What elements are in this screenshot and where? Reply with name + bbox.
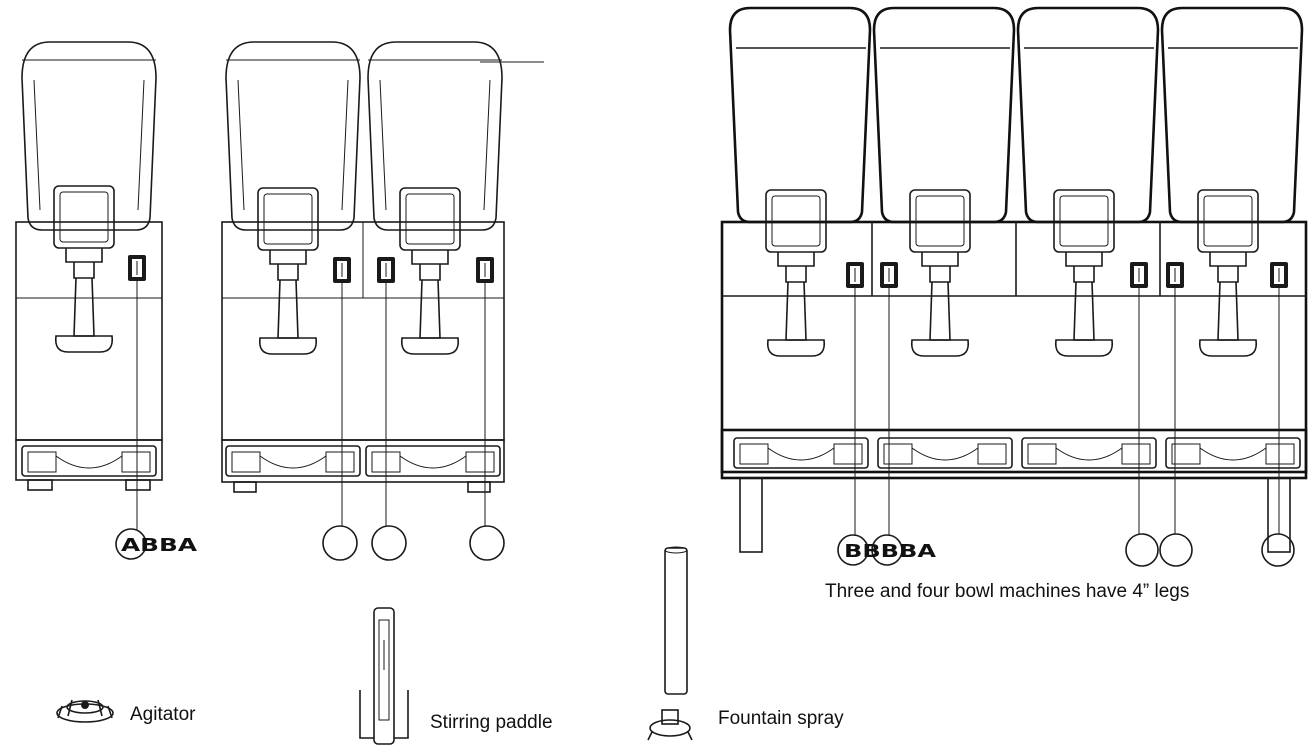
stirring-paddle-label: Stirring paddle [430, 712, 553, 733]
fountain-spray-icon [647, 546, 693, 741]
single-bowl-dispenser [15, 41, 163, 530]
four-bowl-codes: BBBBA [837, 534, 936, 566]
agitator-label: Agitator [130, 704, 196, 725]
single-bowl-codes: ABBA [115, 528, 197, 560]
stirring-paddle-icon [359, 607, 409, 745]
four-bowl-dispenser [720, 6, 1308, 567]
agitator-icon [56, 699, 114, 723]
fountain-spray-label: Fountain spray [718, 708, 844, 729]
svg-text:BBBBA: BBBBA [844, 541, 936, 562]
legs-note: Three and four bowl machines have 4” leg… [825, 581, 1189, 602]
svg-text:ABBA: ABBA [121, 535, 197, 556]
double-bowl-dispenser [221, 41, 544, 561]
